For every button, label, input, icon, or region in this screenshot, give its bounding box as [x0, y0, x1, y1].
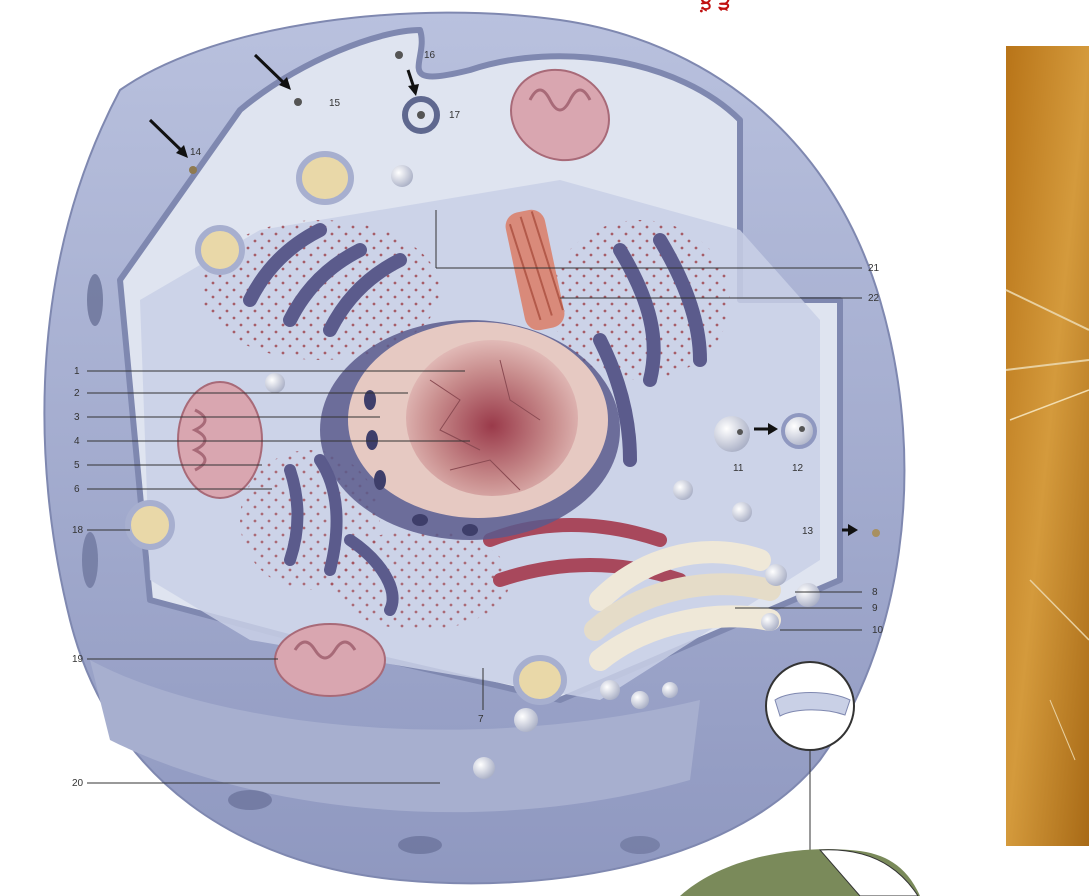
label-7: 7: [478, 714, 484, 725]
mitochondrion: [275, 624, 385, 696]
label-9: 9: [872, 603, 878, 614]
label-17: 17: [449, 110, 461, 121]
label-12: 12: [792, 463, 804, 474]
label-15: 15: [329, 98, 341, 109]
label-8: 8: [872, 587, 878, 598]
label-5: 5: [74, 460, 80, 471]
label-11: 11: [733, 463, 744, 474]
mitochondrion: [178, 382, 262, 498]
label-21: 21: [868, 263, 880, 274]
label-6: 6: [74, 484, 80, 495]
label-2: 2: [74, 388, 80, 399]
nucleus: [320, 320, 620, 540]
label-1: 1: [74, 366, 80, 377]
label-20: 20: [72, 778, 84, 789]
label-19: 19: [72, 654, 84, 665]
label-4: 4: [74, 436, 80, 447]
label-3: 3: [74, 412, 80, 423]
label-10: 10: [872, 625, 884, 636]
label-13: 13: [802, 526, 814, 537]
header-fragment: ਝ਼ ੜ: [699, 0, 732, 15]
label-18: 18: [72, 525, 84, 536]
label-22: 22: [868, 293, 880, 304]
label-16: 16: [424, 50, 436, 61]
label-14: 14: [190, 147, 202, 158]
micrograph-panel: [1006, 46, 1089, 846]
